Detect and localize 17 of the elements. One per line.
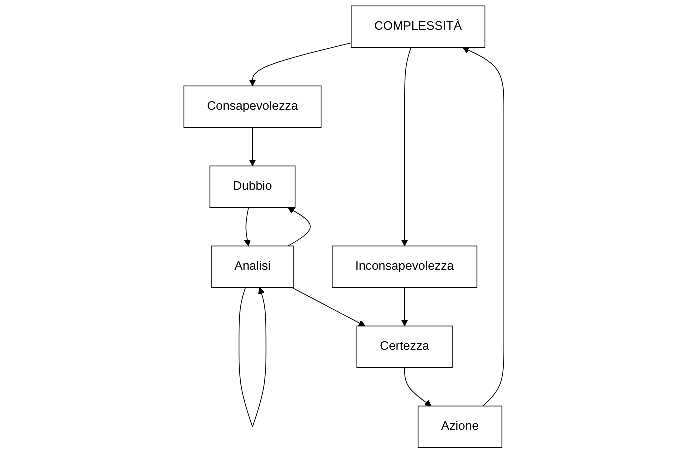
node-box: Consapevolezza — [184, 86, 322, 128]
arrow — [404, 367, 432, 407]
arrow — [239, 287, 267, 428]
arrow — [250, 127, 256, 166]
arrow — [250, 42, 352, 86]
node-box: Certezza — [357, 326, 454, 368]
arrow — [462, 47, 505, 407]
node-box: COMPLESSITÀ — [351, 6, 486, 48]
arrow — [402, 47, 412, 247]
node-box: Dubbio — [210, 166, 296, 208]
node-box: Azione — [418, 406, 503, 448]
arrow — [292, 287, 366, 327]
node-box: Inconsapevolezza — [332, 246, 478, 288]
arrow — [244, 207, 252, 247]
node-box: Analisi — [212, 246, 295, 288]
arrow — [402, 287, 409, 327]
arrow — [288, 207, 312, 247]
